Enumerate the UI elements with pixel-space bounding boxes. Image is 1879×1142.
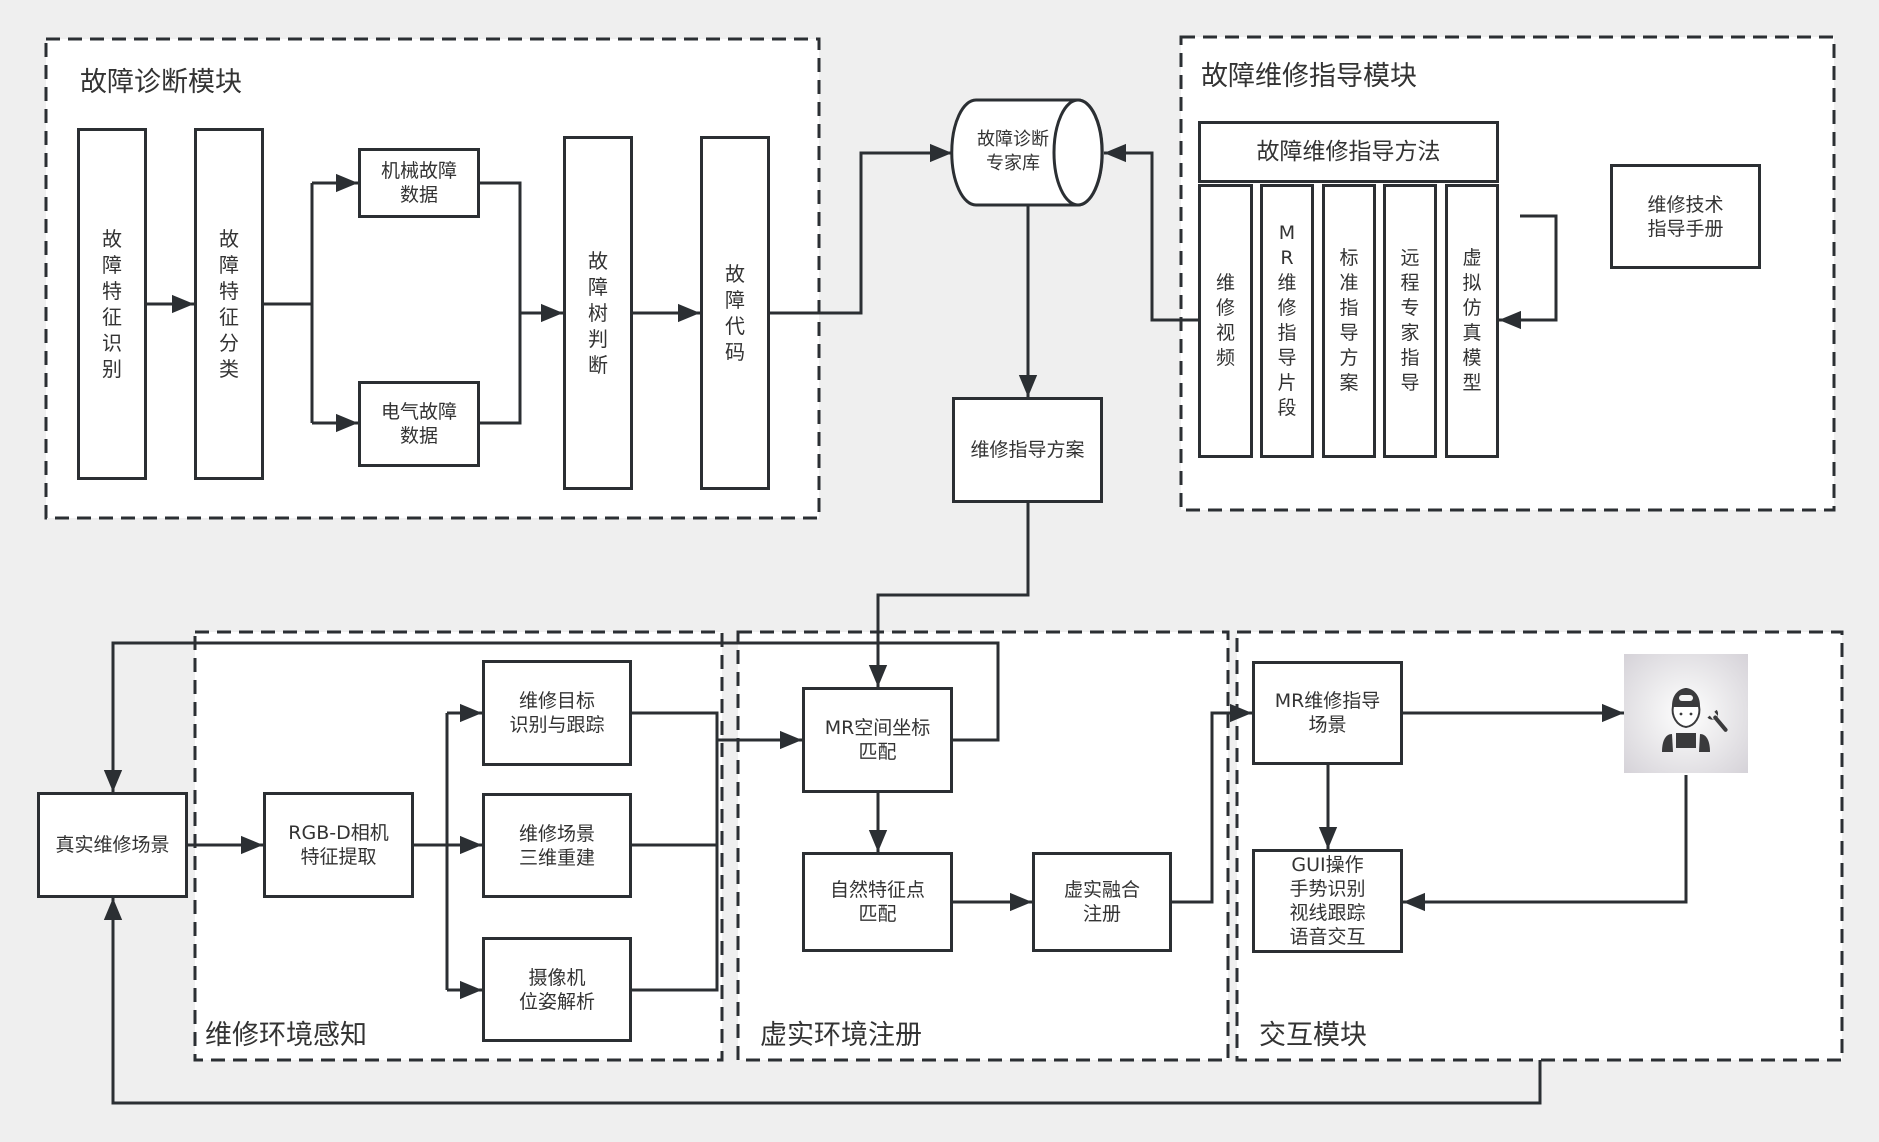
node-mr-guidance-scene[interactable]: MR维修指导 场景: [1252, 661, 1403, 765]
node-fault-feature-identify[interactable]: 故障特征识别: [77, 128, 147, 480]
diagnosis-module-title: 故障诊断模块: [80, 67, 242, 98]
arrow-manual-to-methods: [1499, 214, 1558, 330]
expert-db-label: 故障诊断 专家库: [977, 129, 1049, 174]
line-classify-branch: [264, 183, 314, 423]
method-header[interactable]: 故障维修指导方法: [1198, 121, 1499, 183]
guidance-module-title: 故障维修指导模块: [1201, 61, 1417, 92]
method-repair-video[interactable]: 维修视频: [1198, 184, 1253, 458]
arrow-interaction-to-real-scene: [103, 898, 1542, 1105]
line-mechanical-merge: [480, 181, 522, 425]
node-mr-coordinate-matching[interactable]: MR空间坐标 匹配: [802, 687, 953, 793]
maintenance-worker-icon: [1624, 654, 1748, 773]
interaction-module-border: [1235, 630, 1844, 1062]
node-rgbd-feature-extraction[interactable]: RGB-D相机 特征提取: [263, 792, 414, 898]
method-virtual-simulation[interactable]: 虚拟仿真模型: [1445, 184, 1499, 458]
diagnosis-module-border: [44, 37, 821, 520]
node-target-tracking[interactable]: 维修目标 识别与跟踪: [482, 660, 632, 766]
node-guidance-plan[interactable]: 维修指导方案: [952, 397, 1103, 503]
node-electrical-fault-data[interactable]: 电气故障 数据: [358, 381, 480, 467]
arrow-operator-to-modes: [1403, 775, 1688, 912]
guidance-module-border: [1179, 35, 1836, 512]
registration-module-border: [736, 630, 1230, 1062]
expert-db-cylinder: [950, 98, 1104, 207]
method-mr-guidance-clip[interactable]: MR维修指导片段: [1260, 184, 1314, 458]
node-repair-manual[interactable]: 维修技术 指导手册: [1610, 164, 1761, 269]
node-real-repair-scene[interactable]: 真实维修场景: [37, 792, 188, 898]
node-mechanical-fault-data[interactable]: 机械故障 数据: [358, 148, 480, 218]
arrow-loop-to-real-scene: [103, 641, 1000, 792]
arrow-plan-to-mr-coord: [868, 503, 1030, 687]
line-perception-merge: [632, 711, 719, 992]
line-rgbd-branch: [414, 713, 449, 990]
interaction-module-title: 交互模块: [1259, 1020, 1367, 1051]
node-interaction-modes[interactable]: GUI操作 手势识别 视线跟踪 语音交互: [1252, 849, 1403, 953]
node-fault-tree[interactable]: 故障树判断: [563, 136, 633, 490]
arrow-methods-to-expert-db: [1104, 143, 1198, 322]
node-virtual-real-fusion[interactable]: 虚实融合 注册: [1032, 852, 1172, 952]
registration-module-title: 虚实环境注册: [760, 1020, 922, 1051]
method-standard-plan[interactable]: 标准指导方案: [1322, 184, 1376, 458]
node-fault-feature-classify[interactable]: 故障特征分类: [194, 128, 264, 480]
node-fault-code[interactable]: 故障代码: [700, 136, 770, 490]
node-scene-reconstruction[interactable]: 维修场景 三维重建: [482, 793, 632, 898]
node-camera-pose[interactable]: 摄像机 位姿解析: [482, 937, 632, 1042]
method-remote-expert[interactable]: 远程专家指导: [1383, 184, 1437, 458]
arrow-fusion-to-mr-scene: [1172, 703, 1252, 904]
perception-module-title: 维修环境感知: [205, 1020, 367, 1051]
node-natural-feature-matching[interactable]: 自然特征点 匹配: [802, 852, 953, 952]
arrow-code-to-expert-db: [770, 143, 952, 315]
